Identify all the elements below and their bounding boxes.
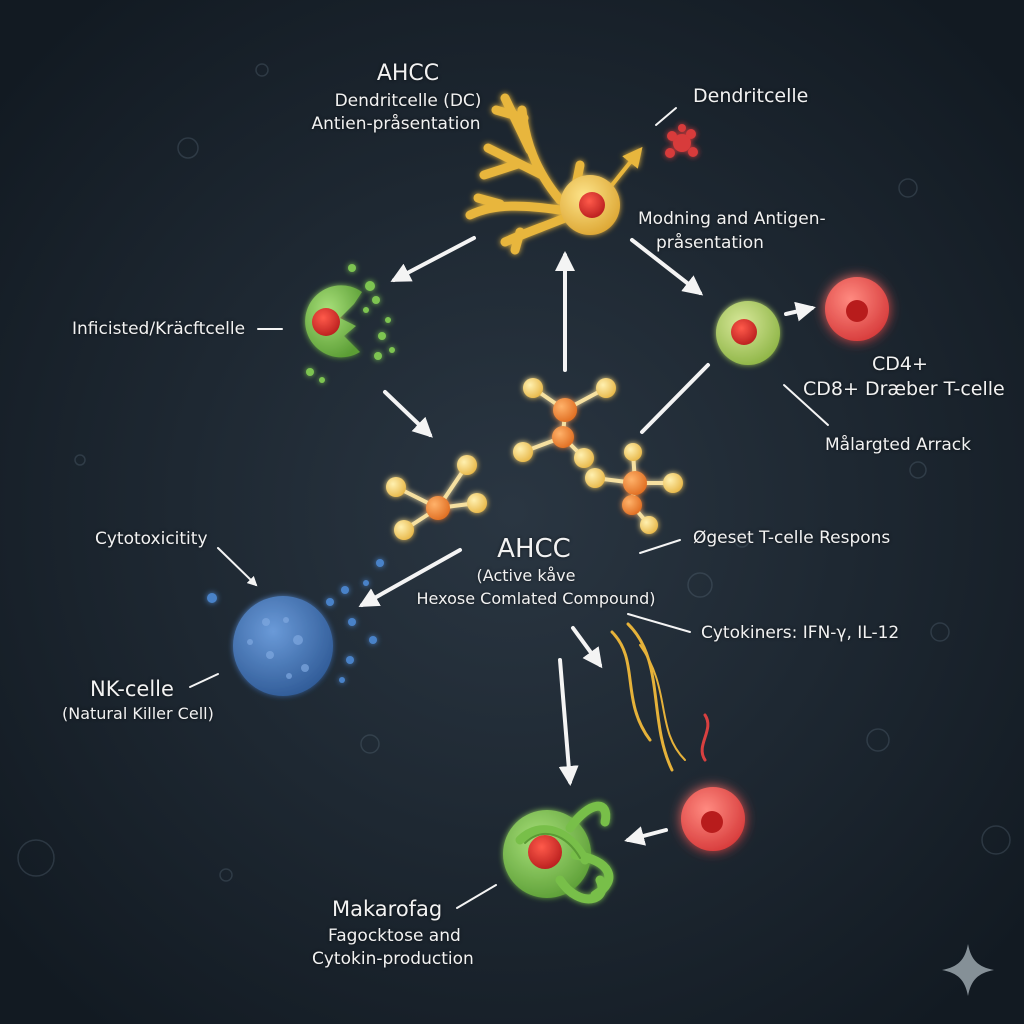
modning-label-line-1: Modning and Antigen- [638,209,826,229]
macrophage [503,801,614,904]
center-subtitle-line-2: Hexose Comlated Compound) [416,589,656,608]
arrow-ahcc-to-nk [358,548,462,607]
infected-cell-label: Inficisted/Kräcftcelle [72,319,246,339]
arrow-ahcc-to-cytokines [571,626,603,669]
modning-label-line-2: pråsentation [656,233,764,253]
cytokine-waves [610,622,710,772]
arrow-tcell-to-molecules [640,363,710,434]
cytokines-label: Cytokiners: IFN-γ, IL-12 [701,623,900,643]
background-bubbles [17,63,1011,882]
macrophage-title: Makarofag [332,897,443,921]
sparkle-icon [942,944,994,996]
center-ahcc-title: AHCC [497,534,571,564]
macrophage-sub-line-1: Fagocktose and [328,926,461,946]
malrettet-label: Målargted Arrack [825,435,971,455]
cd4-label: CD4+ [872,353,928,375]
nk-cell-title: NK-celle [90,677,174,701]
infected-cell [305,264,395,383]
center-subtitle-line-1: (Active kåve [476,566,576,585]
antigen-particle [665,124,698,158]
arrow-tcell-to-killer [784,301,816,322]
arrow-ahcc-to-macrophage [558,658,579,786]
arrow-target-to-macrophage [624,826,668,846]
t-cell [716,301,780,365]
nk-cell-subtitle: (Natural Killer Cell) [62,704,214,723]
top-antigen-label: Antien-pråsentation [311,114,481,134]
ahcc-molecules [386,378,683,540]
arrow-infected-to-molecules [383,390,433,438]
top-ahcc-title: AHCC [376,61,440,86]
flow-arrows [189,107,829,909]
top-dc-label: Dendritcelle (DC) [334,91,482,111]
t-cell-response-label: Øgeset T-celle Respons [693,528,891,548]
dendritic-cell [465,93,643,255]
killer-t-cell [825,277,889,341]
nk-cell [207,559,384,696]
dendritcelle-label: Dendritcelle [693,85,809,107]
cytotoxicity-label: Cytotoxicitity [95,529,208,549]
arrow-dc-to-tcell [630,238,704,296]
macrophage-sub-line-2: Cytokin-production [312,949,474,969]
cd8-killer-label: CD8+ Dræber T-celle [803,378,1005,400]
target-cell [681,787,745,851]
arrow-dc-to-infected [390,236,476,282]
